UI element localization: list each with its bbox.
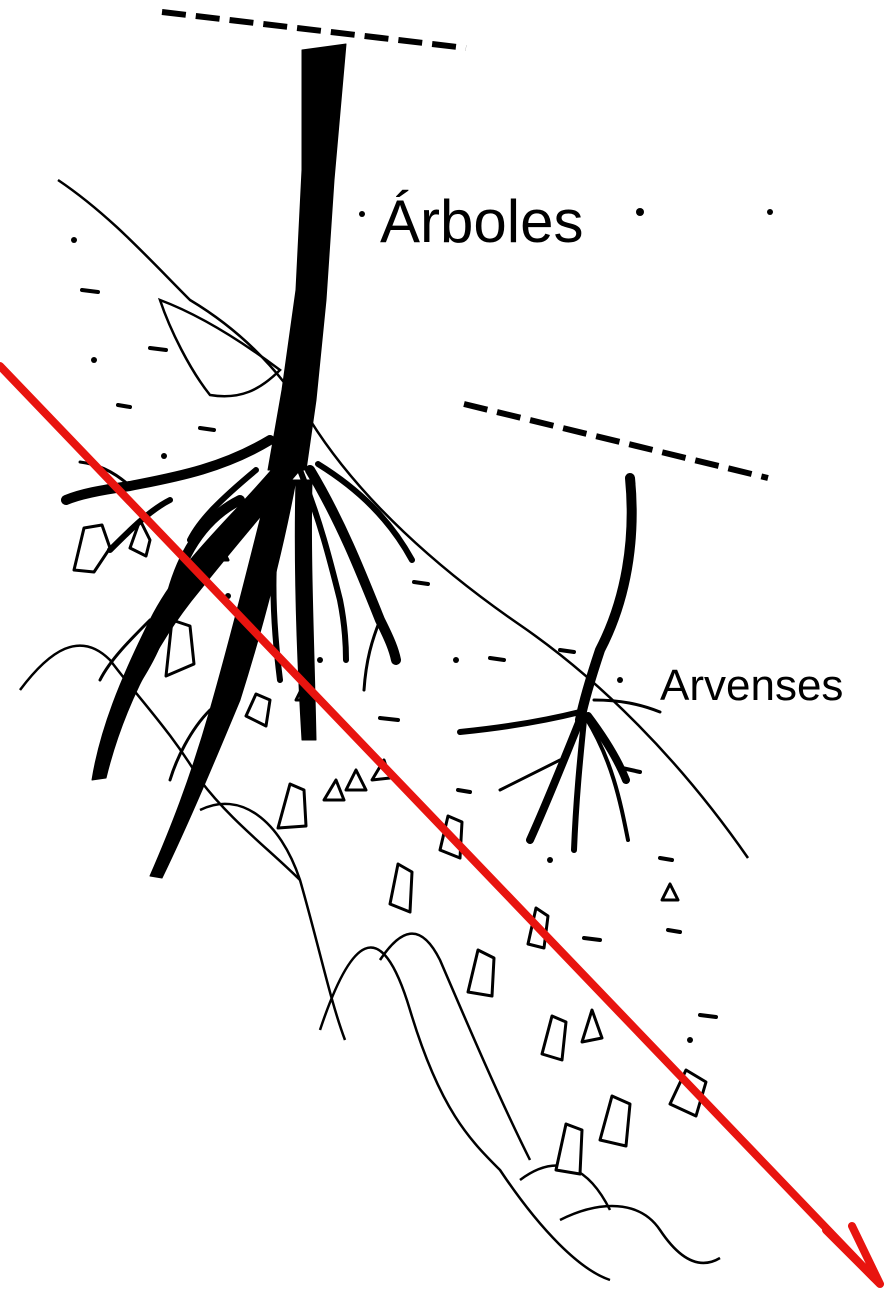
slope-arrow-shaft <box>0 366 874 1278</box>
label-weeds: Arvenses <box>660 664 843 708</box>
soil-layers <box>20 180 748 1280</box>
stone <box>390 864 412 912</box>
weed-root-left <box>460 712 580 732</box>
weed-root-up-right <box>594 700 660 712</box>
stone <box>346 770 366 790</box>
tree-root-system <box>66 44 412 878</box>
stone <box>246 694 270 726</box>
stone <box>582 1010 602 1042</box>
label-trees: Árboles <box>380 192 583 252</box>
tree-trunk <box>268 44 346 470</box>
weed-reference-dashed-line <box>464 404 768 478</box>
tree-root-right <box>310 470 396 660</box>
upper-soil-wedge <box>160 300 280 396</box>
substrate-line-3 <box>380 934 530 1160</box>
stone <box>556 1124 582 1174</box>
stone <box>600 1096 630 1146</box>
substrate-line-4 <box>560 1206 720 1263</box>
stone <box>278 784 306 828</box>
weed-stem <box>580 478 632 720</box>
tree-reference-dashed-line <box>162 12 466 48</box>
weed-root-system <box>460 478 660 850</box>
stone <box>662 884 678 900</box>
stone <box>324 780 344 800</box>
tree-root-hair <box>364 620 380 690</box>
stone <box>542 1016 566 1060</box>
substrate-line-1 <box>200 804 345 1040</box>
stone <box>468 950 494 996</box>
ground-surface-line <box>58 180 748 858</box>
weed-root-right <box>588 716 626 780</box>
lower-layer-line <box>20 646 300 880</box>
slope-arrow <box>0 366 880 1284</box>
stone <box>74 525 110 572</box>
slope-arrow-head <box>826 1226 880 1284</box>
substrate-line-2 <box>320 948 610 1280</box>
